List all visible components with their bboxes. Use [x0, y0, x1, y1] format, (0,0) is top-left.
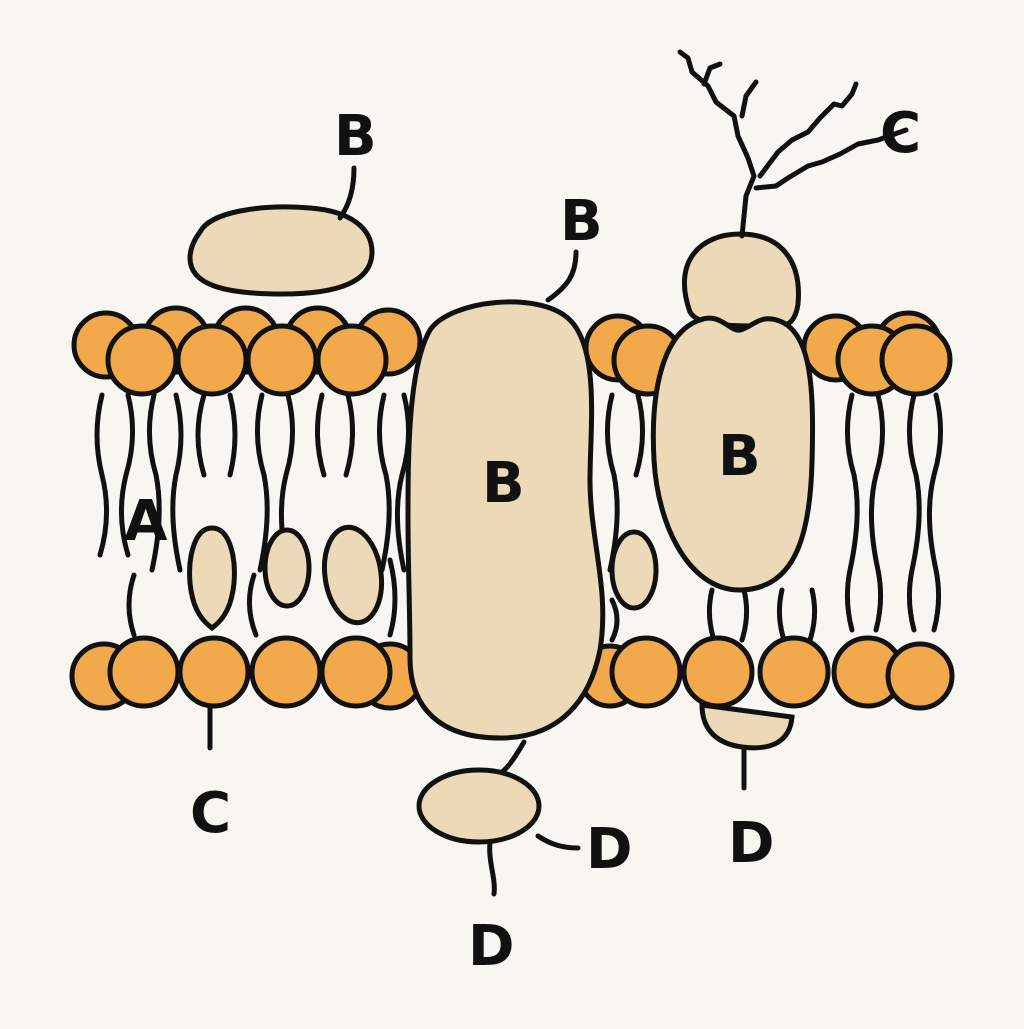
labels: A B B B B C C D D D — [124, 101, 921, 979]
label-a: A — [124, 489, 168, 554]
peripheral-protein-bottom — [416, 767, 542, 845]
channel-protein — [405, 299, 606, 741]
glycoprotein-cap — [682, 231, 801, 330]
leader-lines — [207, 165, 747, 897]
inclusion-4 — [609, 529, 659, 611]
proteins — [187, 204, 816, 845]
phospholipid-heads-top — [71, 305, 953, 397]
label-b-channel: B — [482, 451, 525, 516]
peripheral-protein-top — [187, 204, 375, 297]
label-d-bottom-center: D — [586, 817, 632, 882]
label-b-peripheral: B — [334, 104, 377, 169]
inclusion-1 — [187, 525, 237, 632]
label-d-bottom-right: D — [728, 811, 774, 876]
lipid-inclusions — [187, 524, 659, 632]
glycoprotein-bottom — [699, 702, 795, 751]
label-c-lower: C — [190, 781, 231, 846]
phospholipid-heads-bottom — [69, 635, 955, 711]
label-c-carbohydrate: C — [880, 101, 921, 166]
inclusion-2 — [262, 527, 312, 609]
label-b-channel-top: B — [560, 189, 603, 254]
label-d-bottom-left: D — [468, 914, 514, 979]
inclusion-3 — [321, 524, 385, 626]
carbohydrate-chain — [677, 49, 909, 239]
label-b-glycoprotein: B — [718, 424, 761, 489]
glycoprotein-body — [650, 315, 816, 593]
